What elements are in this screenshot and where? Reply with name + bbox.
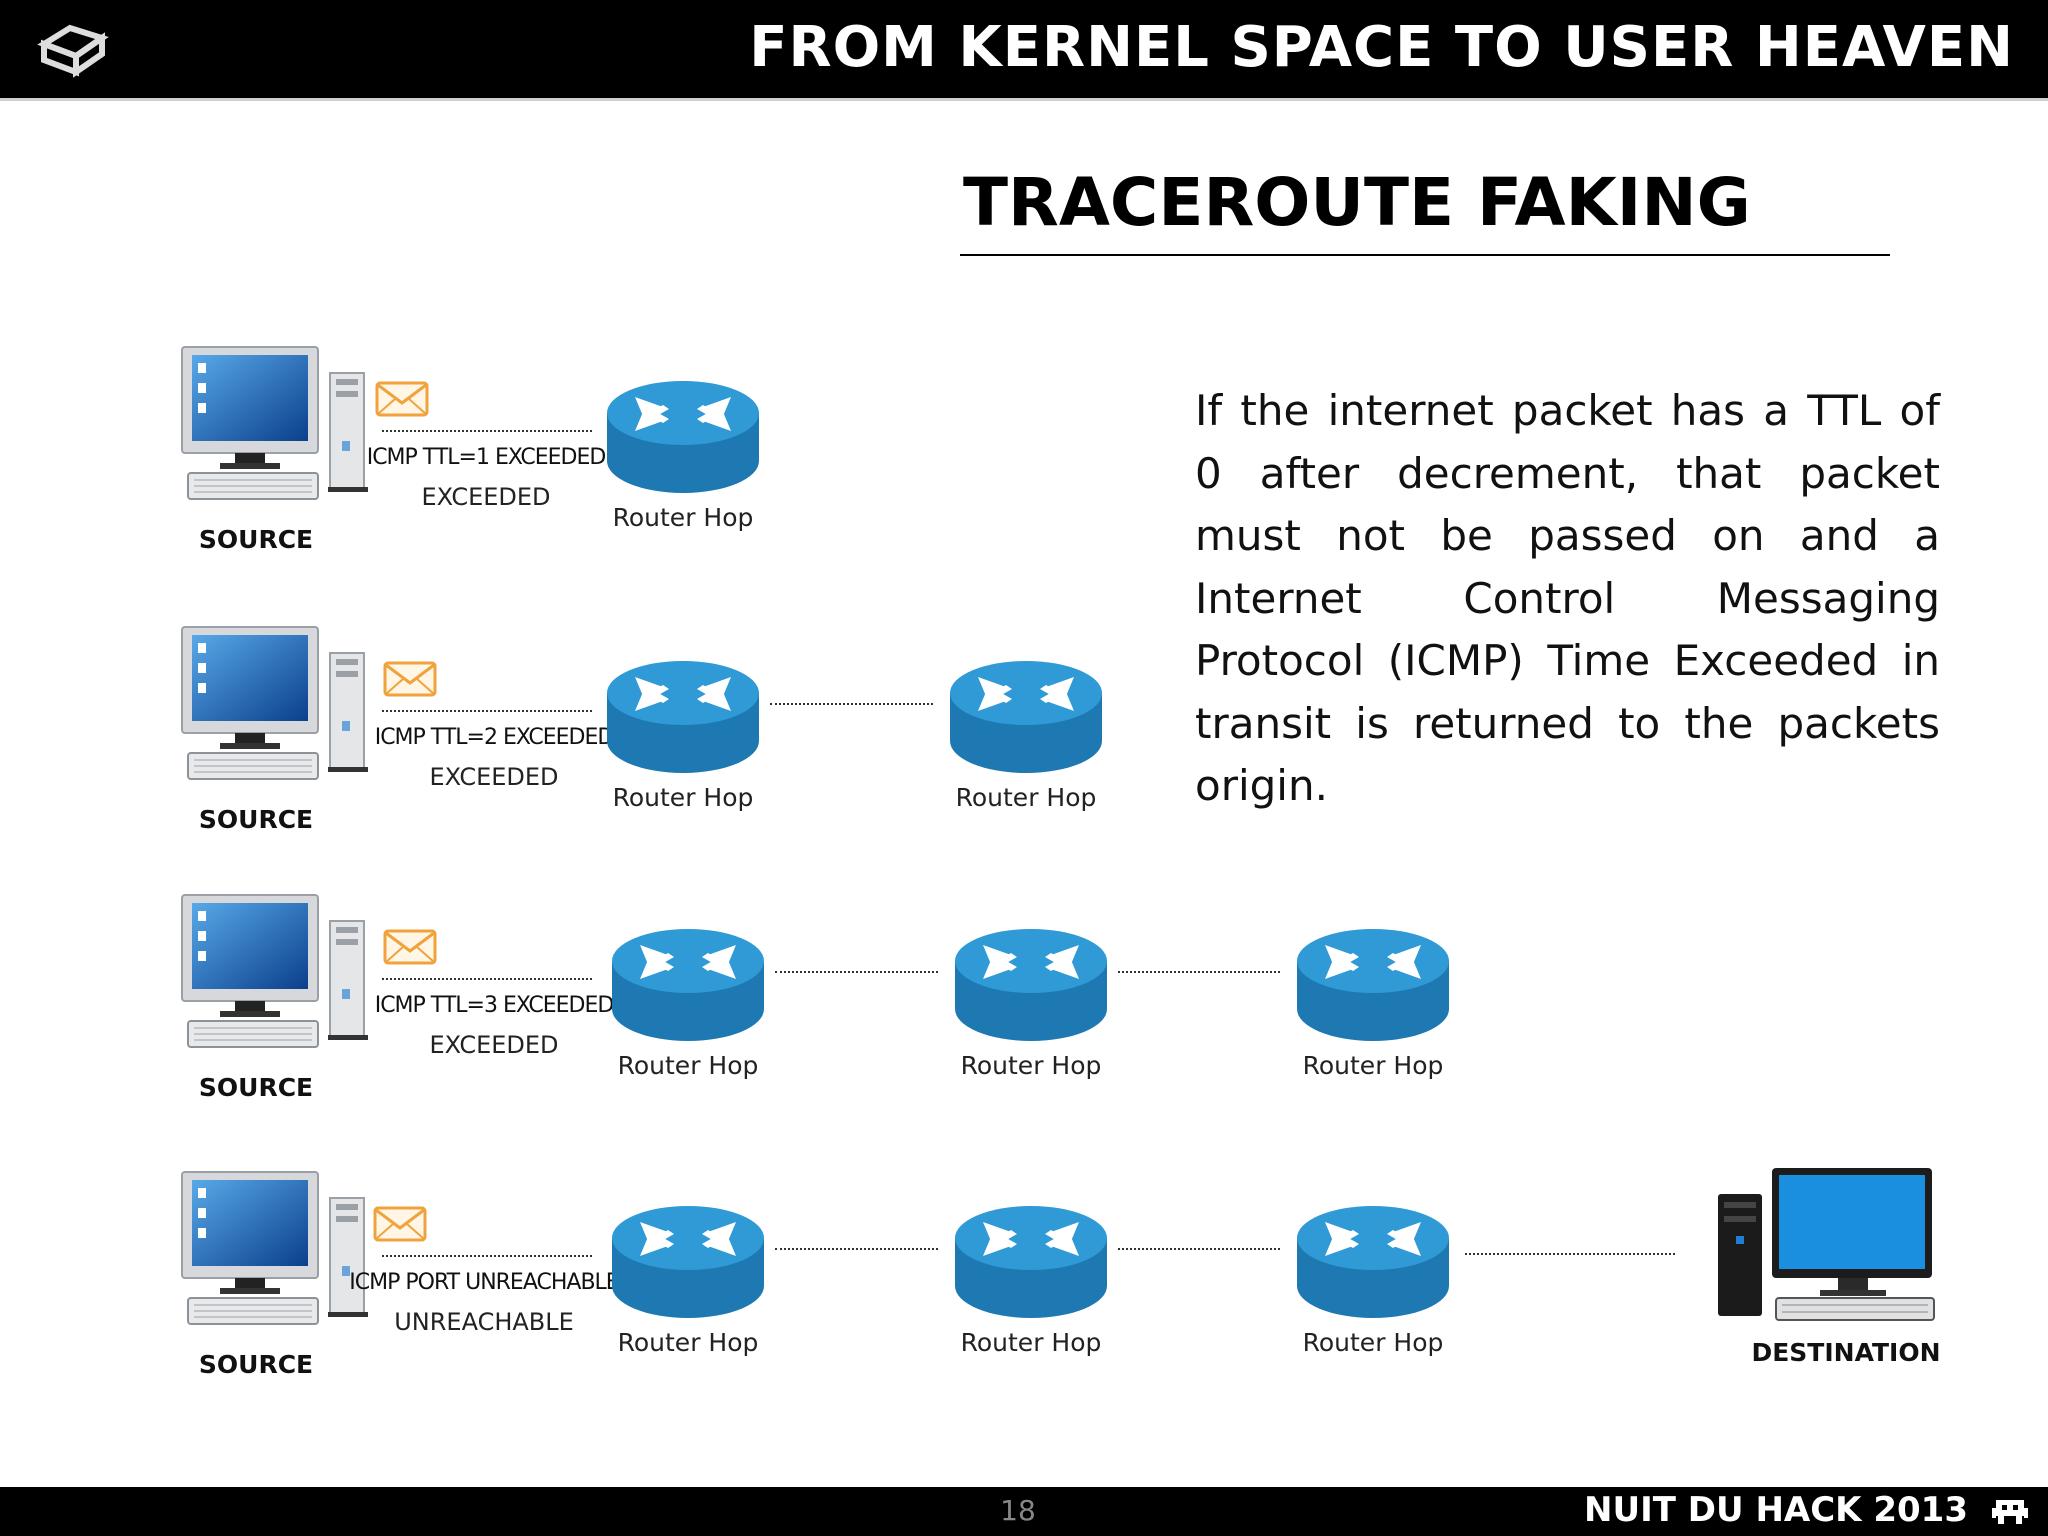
destination-computer — [1716, 1166, 1936, 1331]
footer-bar — [0, 1487, 2048, 1536]
router-hop — [953, 1202, 1109, 1327]
footer-event-title: NUIT DU HACK 2013 — [1584, 1490, 1968, 1530]
router-hop-label: Router Hop — [612, 783, 754, 812]
icmp-message-status: EXCEEDED — [429, 763, 559, 791]
title-underline — [960, 254, 1890, 256]
source-computer — [180, 893, 370, 1058]
router-hop — [1295, 1202, 1451, 1327]
cube-logo-icon — [37, 24, 109, 78]
header-bar: FROM KERNEL SPACE TO USER HEAVEN — [0, 0, 2048, 101]
source-label: SOURCE — [198, 1350, 314, 1379]
icmp-message: ICMP TTL=1 EXCEEDED — [366, 445, 607, 470]
connection-line — [382, 978, 592, 980]
connection-line — [382, 430, 592, 432]
connection-line — [1118, 1248, 1280, 1250]
connection-line — [1465, 1253, 1675, 1255]
source-label: SOURCE — [198, 525, 314, 554]
connection-line — [775, 971, 938, 973]
connection-line — [382, 1255, 592, 1257]
icmp-message-status: EXCEEDED — [421, 483, 551, 511]
page-number: 18 — [1000, 1494, 1036, 1527]
router-hop-label: Router Hop — [617, 1328, 759, 1357]
destination-label: DESTINATION — [1751, 1338, 1941, 1367]
router-hop-label: Router Hop — [1302, 1051, 1444, 1080]
router-hop — [948, 657, 1104, 782]
source-label: SOURCE — [198, 805, 314, 834]
slide-body-text: If the internet packet has a TTL of 0 af… — [1195, 386, 1940, 810]
connection-line — [1118, 971, 1280, 973]
router-hop — [605, 377, 761, 502]
source-computer — [180, 345, 370, 510]
connection-line — [770, 703, 933, 705]
header-title: FROM KERNEL SPACE TO USER HEAVEN — [749, 15, 2014, 80]
envelope-icon — [383, 661, 437, 697]
router-hop-label: Router Hop — [612, 503, 754, 532]
router-hop-label: Router Hop — [955, 783, 1097, 812]
router-hop — [610, 1202, 766, 1327]
router-hop-label: Router Hop — [1302, 1328, 1444, 1357]
envelope-icon — [373, 1206, 427, 1242]
router-hop — [605, 657, 761, 782]
connection-line — [775, 1248, 938, 1250]
router-hop — [953, 925, 1109, 1050]
invader-icon — [1992, 1500, 2028, 1524]
envelope-icon — [383, 929, 437, 965]
icmp-message: ICMP PORT UNREACHABLE — [349, 1270, 619, 1295]
router-hop-label: Router Hop — [960, 1051, 1102, 1080]
icmp-message-status: EXCEEDED — [429, 1031, 559, 1059]
router-hop — [1295, 925, 1451, 1050]
router-hop — [610, 925, 766, 1050]
router-hop-label: Router Hop — [960, 1328, 1102, 1357]
router-hop-label: Router Hop — [617, 1051, 759, 1080]
slide-title: TRACEROUTE FAKING — [963, 164, 1751, 241]
icmp-message: ICMP TTL=2 EXCEEDED — [374, 725, 615, 750]
connection-line — [382, 710, 592, 712]
icmp-message: ICMP TTL=3 EXCEEDED — [374, 993, 615, 1018]
icmp-message-status: UNREACHABLE — [394, 1308, 574, 1336]
source-label: SOURCE — [198, 1073, 314, 1102]
source-computer — [180, 1170, 370, 1335]
source-computer — [180, 625, 370, 790]
envelope-icon — [375, 381, 429, 417]
